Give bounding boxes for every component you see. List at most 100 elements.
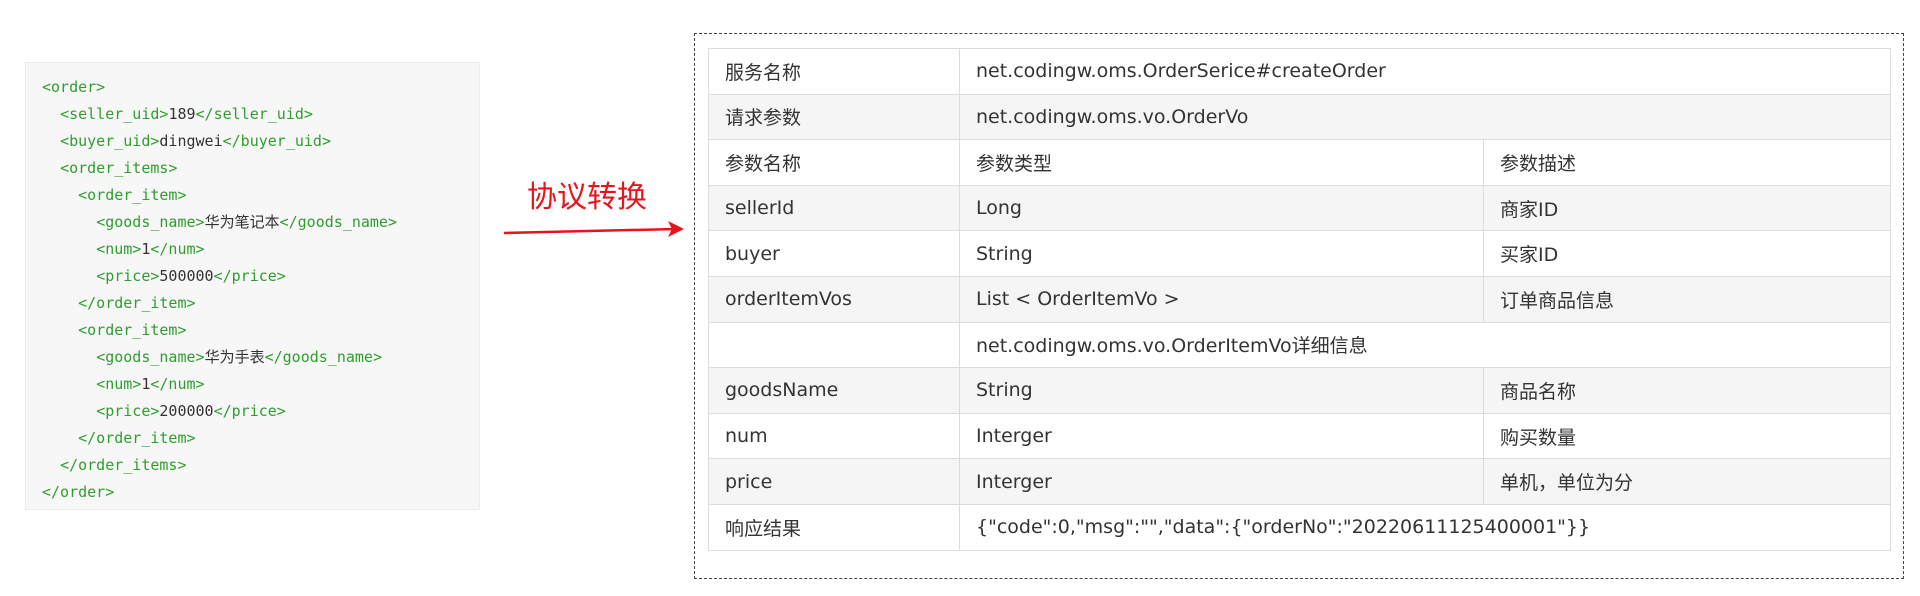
table-cell-value: 参数类型 xyxy=(959,139,1484,186)
xml-value: 1 xyxy=(141,375,151,393)
code-line: </order_item> xyxy=(42,425,479,452)
xml-open-tag: <order_items> xyxy=(60,159,178,177)
xml-open-tag: <buyer_uid> xyxy=(60,132,160,150)
table-cell-value: Interger xyxy=(959,458,1484,505)
xml-value: 200000 xyxy=(159,402,214,420)
xml-open-tag: <order> xyxy=(42,78,106,96)
xml-value: 华为笔记本 xyxy=(204,213,280,231)
code-indent xyxy=(42,132,60,150)
table-cell-name: 参数名称 xyxy=(708,139,960,186)
xml-value: 189 xyxy=(168,105,196,123)
xml-open-tag: </order_item> xyxy=(78,429,196,447)
xml-open-tag: <goods_name> xyxy=(96,213,205,231)
right-arrow-icon xyxy=(503,221,684,237)
xml-open-tag: <order_item> xyxy=(78,321,187,339)
code-line: <buyer_uid>dingwei</buyer_uid> xyxy=(42,128,479,155)
table-cell-name: price xyxy=(708,458,960,505)
table-cell-name: 服务名称 xyxy=(708,48,960,95)
xml-open-tag: <num> xyxy=(96,375,142,393)
xml-open-tag: </order_item> xyxy=(78,294,196,312)
table-cell-value: net.codingw.oms.OrderSerice#createOrder xyxy=(959,48,1891,95)
xml-close-tag: </goods_name> xyxy=(279,213,397,231)
code-line: <goods_name>华为笔记本</goods_name> xyxy=(42,209,479,236)
code-line: <num>1</num> xyxy=(42,371,479,398)
code-line: </order_item> xyxy=(42,290,479,317)
code-line: <order_item> xyxy=(42,317,479,344)
conversion-label: 协议转换 xyxy=(527,180,647,215)
table-row: 参数名称参数类型参数描述 xyxy=(708,139,1891,186)
xml-value: 华为手表 xyxy=(204,348,265,366)
table-cell-value: String xyxy=(959,367,1484,414)
code-line: </order_items> xyxy=(42,452,479,479)
code-indent xyxy=(42,267,96,285)
code-line: <price>500000</price> xyxy=(42,263,479,290)
table-dashed-frame xyxy=(694,33,1904,579)
xml-close-tag: </seller_uid> xyxy=(195,105,313,123)
table-cell-value: List < OrderItemVo > xyxy=(959,275,1484,323)
table-cell-value: String xyxy=(959,230,1484,277)
table-cell-desc: 订单商品信息 xyxy=(1483,275,1891,323)
code-line: <order_item> xyxy=(42,182,479,209)
table-cell-value: Interger xyxy=(959,412,1484,460)
code-indent xyxy=(42,429,78,447)
xml-value: dingwei xyxy=(159,132,223,150)
code-indent xyxy=(42,375,96,393)
xml-close-tag: </goods_name> xyxy=(264,348,382,366)
xml-close-tag: </num> xyxy=(150,240,205,258)
table-cell-name xyxy=(708,321,960,369)
code-indent xyxy=(42,186,78,204)
xml-close-tag: </buyer_uid> xyxy=(222,132,331,150)
xml-open-tag: <order_item> xyxy=(78,186,187,204)
code-indent xyxy=(42,456,60,474)
xml-open-tag: <goods_name> xyxy=(96,348,205,366)
table-cell-desc: 买家ID xyxy=(1483,230,1891,277)
code-indent xyxy=(42,240,96,258)
code-line: <price>200000</price> xyxy=(42,398,479,425)
table-row: net.codingw.oms.vo.OrderItemVo详细信息 xyxy=(708,321,1891,369)
table-cell-name: sellerId xyxy=(708,184,960,232)
table-cell-value: net.codingw.oms.vo.OrderItemVo详细信息 xyxy=(959,321,1891,369)
xml-value: 500000 xyxy=(159,267,214,285)
table-row: 响应结果{"code":0,"msg":"","data":{"orderNo"… xyxy=(708,503,1891,551)
arrow-shaft xyxy=(503,227,677,235)
table-cell-name: buyer xyxy=(708,230,960,277)
xml-close-tag: </price> xyxy=(213,402,286,420)
code-indent xyxy=(42,159,60,177)
code-line: <order> xyxy=(42,74,479,101)
xml-open-tag: </order_items> xyxy=(60,456,187,474)
table-cell-value: Long xyxy=(959,184,1484,232)
table-cell-desc: 参数描述 xyxy=(1483,139,1891,186)
code-indent xyxy=(42,348,96,366)
code-line: <order_items> xyxy=(42,155,479,182)
code-line: <seller_uid>189</seller_uid> xyxy=(42,101,479,128)
table-cell-name: orderItemVos xyxy=(708,275,960,323)
code-indent xyxy=(42,402,96,420)
table-cell-value: net.codingw.oms.vo.OrderVo xyxy=(959,93,1891,141)
xml-open-tag: <num> xyxy=(96,240,142,258)
table-cell-name: num xyxy=(708,412,960,460)
arrow-head xyxy=(668,221,684,237)
table-cell-value: {"code":0,"msg":"","data":{"orderNo":"20… xyxy=(959,503,1891,551)
xml-close-tag: </price> xyxy=(213,267,286,285)
xml-open-tag: </order> xyxy=(42,483,115,501)
xml-open-tag: <price> xyxy=(96,402,160,420)
code-indent xyxy=(42,213,96,231)
table-cell-name: goodsName xyxy=(708,367,960,414)
xml-open-tag: <seller_uid> xyxy=(60,105,169,123)
code-line: <goods_name>华为手表</goods_name> xyxy=(42,344,479,371)
table-cell-name: 响应结果 xyxy=(708,503,960,551)
table-cell-desc: 购买数量 xyxy=(1483,412,1891,460)
code-line: </order> xyxy=(42,479,479,506)
xml-value: 1 xyxy=(141,240,151,258)
code-indent xyxy=(42,321,78,339)
xml-close-tag: </num> xyxy=(150,375,205,393)
